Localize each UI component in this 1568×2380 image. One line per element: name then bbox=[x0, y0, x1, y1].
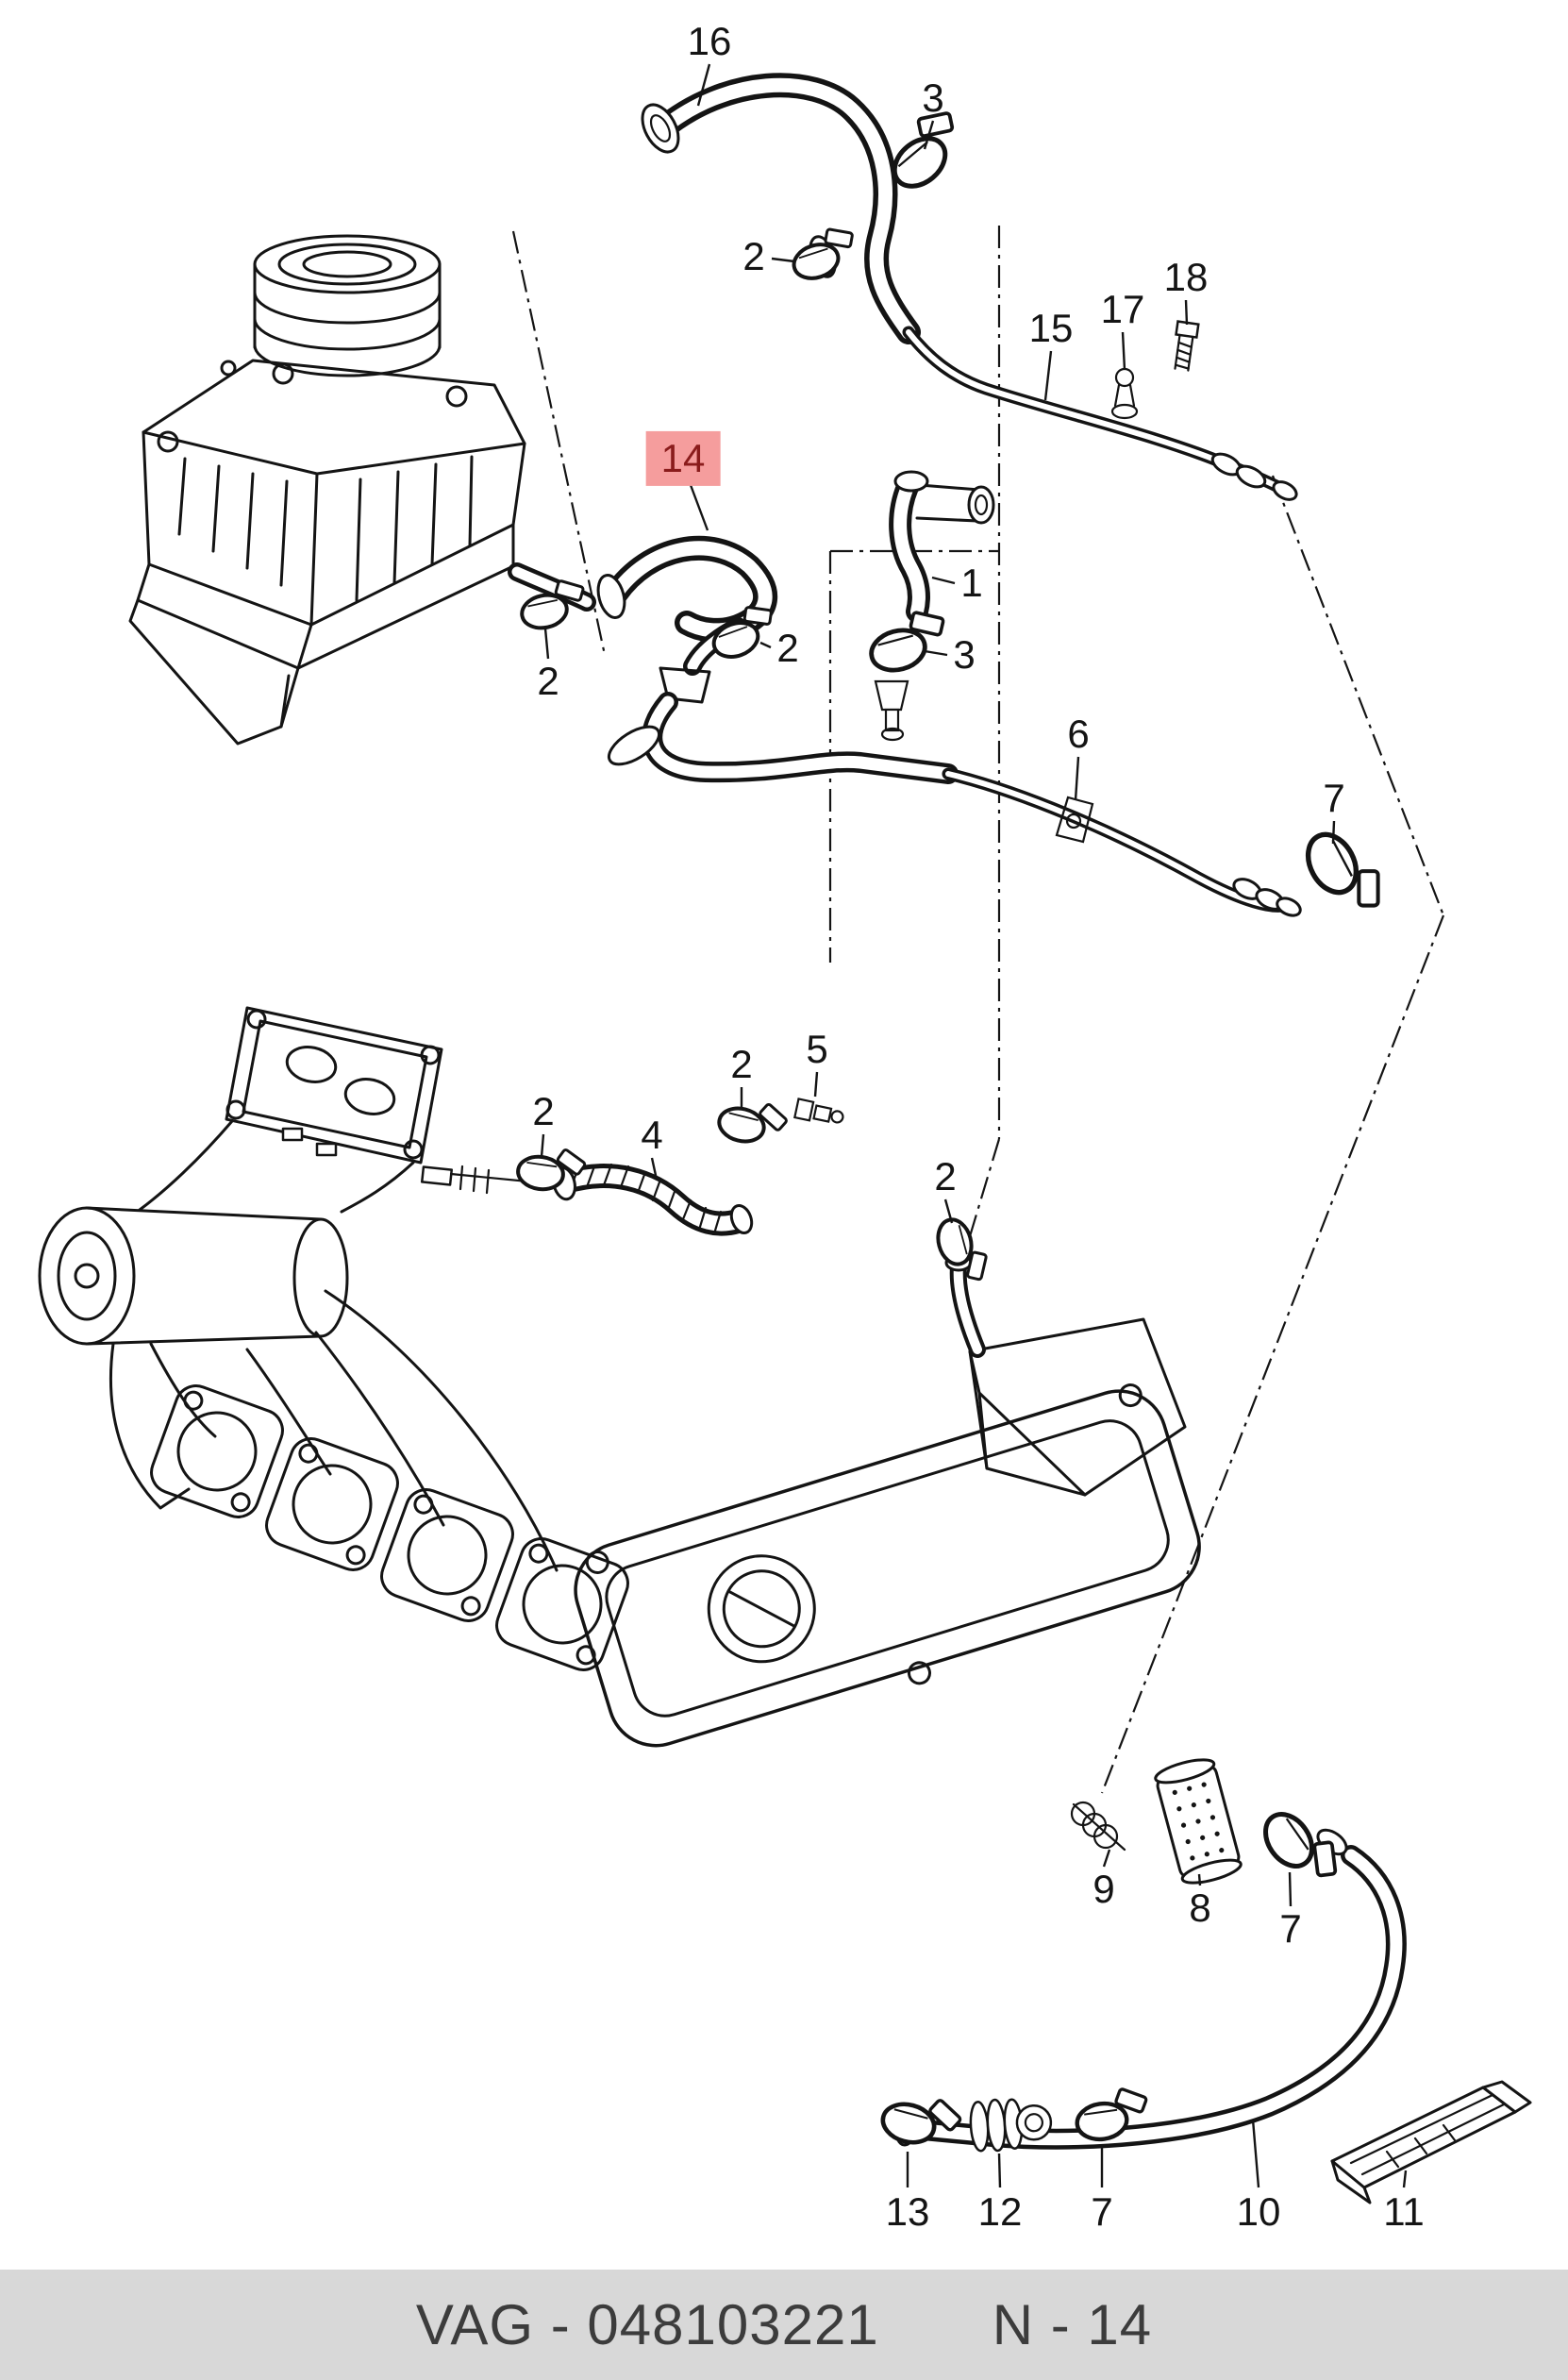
callout-3: 3 bbox=[953, 631, 976, 677]
connector-5-drawing bbox=[793, 1098, 844, 1124]
clamp-13-drawing bbox=[878, 2087, 964, 2154]
callout-12: 12 bbox=[977, 2188, 1023, 2234]
bolt-18-drawing bbox=[1174, 320, 1200, 372]
callout-10: 10 bbox=[1236, 2188, 1281, 2234]
air-filter-assembly-drawing bbox=[128, 234, 526, 746]
callout-2: 2 bbox=[934, 1153, 957, 1198]
callout-7: 7 bbox=[1279, 1905, 1302, 1951]
callout-2: 2 bbox=[776, 625, 799, 670]
clip-17-drawing bbox=[1110, 367, 1139, 420]
callout-17: 17 bbox=[1100, 286, 1145, 331]
breather-elbow-1-drawing bbox=[889, 470, 995, 623]
callout-7: 7 bbox=[1323, 775, 1345, 820]
clamp-2-drawing bbox=[713, 1091, 792, 1153]
footer-bar: VAG - 048103221 N - 14 bbox=[0, 2270, 1568, 2380]
pipe-6-drawing bbox=[942, 767, 1302, 917]
callout-3: 3 bbox=[922, 75, 944, 120]
filter-8-drawing bbox=[1154, 1758, 1243, 1885]
valve-cover-drawing bbox=[574, 1383, 1201, 1748]
spring-9-drawing bbox=[1070, 1801, 1126, 1852]
callout-16: 16 bbox=[687, 18, 732, 63]
clamp-7-drawing bbox=[1299, 819, 1393, 926]
callout-9: 9 bbox=[1093, 1866, 1115, 1911]
callout-15: 15 bbox=[1028, 305, 1074, 350]
callout-18: 18 bbox=[1163, 254, 1209, 299]
clamp-7-drawing bbox=[1256, 1798, 1347, 1897]
footer-part-number: VAG - 048103221 bbox=[415, 2293, 879, 2356]
hose-16-drawing bbox=[641, 73, 921, 344]
intake-manifold-drawing bbox=[38, 1006, 629, 1671]
hose-4-drawing bbox=[552, 1163, 754, 1236]
callout-14-highlighted: 14 bbox=[645, 430, 721, 487]
callout-11: 11 bbox=[1383, 2188, 1425, 2234]
callout-8: 8 bbox=[1189, 1885, 1211, 1930]
callout-1: 1 bbox=[960, 560, 983, 605]
bracket-11-drawing bbox=[1330, 2080, 1532, 2204]
callout-5: 5 bbox=[806, 1026, 828, 1071]
bellows-12-drawing bbox=[969, 2098, 1053, 2153]
callout-4: 4 bbox=[641, 1112, 663, 1157]
callout-6: 6 bbox=[1067, 711, 1090, 756]
callout-2: 2 bbox=[742, 233, 765, 278]
grommet-drawing bbox=[874, 679, 909, 742]
callout-7: 7 bbox=[1091, 2188, 1113, 2234]
pipe-15-drawing bbox=[902, 326, 1298, 501]
callout-2: 2 bbox=[730, 1041, 753, 1086]
callout-2: 2 bbox=[537, 658, 559, 703]
leader-lines bbox=[540, 63, 1408, 2188]
footer-page-ref: N - 14 bbox=[992, 2293, 1153, 2356]
diagram-artwork bbox=[38, 63, 1532, 2204]
callout-13: 13 bbox=[885, 2188, 930, 2234]
callout-2: 2 bbox=[532, 1088, 555, 1133]
clamp-2-drawing bbox=[784, 220, 865, 286]
